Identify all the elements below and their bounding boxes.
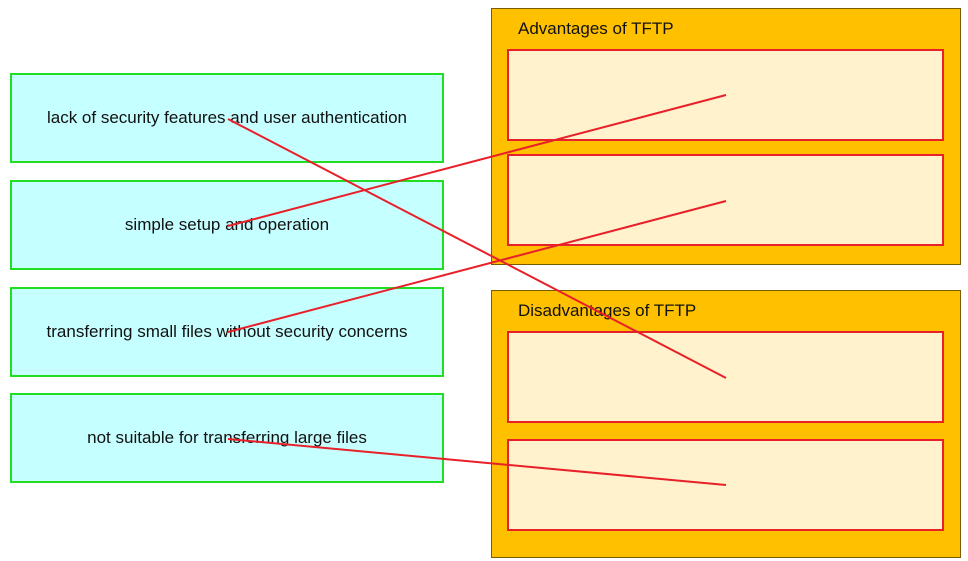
item-simple-setup[interactable]: simple setup and operation bbox=[10, 180, 444, 270]
item-label: not suitable for transferring large file… bbox=[87, 428, 367, 447]
advantages-group: Advantages of TFTP bbox=[491, 8, 961, 265]
advantages-title: Advantages of TFTP bbox=[518, 19, 674, 38]
item-label: transferring small files without securit… bbox=[46, 322, 408, 341]
disadvantages-title: Disadvantages of TFTP bbox=[518, 301, 697, 320]
item-not-suitable-large-files[interactable]: not suitable for transferring large file… bbox=[10, 393, 444, 483]
disadvantages-group: Disadvantages of TFTP bbox=[491, 290, 961, 558]
item-label: simple setup and operation bbox=[124, 215, 330, 234]
advantages-slot-2[interactable] bbox=[507, 154, 944, 246]
disadvantages-slot-2[interactable] bbox=[507, 439, 944, 531]
item-lack-of-security[interactable]: lack of security features and user authe… bbox=[10, 73, 444, 163]
item-label: lack of security features and user authe… bbox=[46, 108, 408, 127]
disadvantages-slot-1[interactable] bbox=[507, 331, 944, 423]
advantages-slot-1[interactable] bbox=[507, 49, 944, 141]
item-small-files[interactable]: transferring small files without securit… bbox=[10, 287, 444, 377]
